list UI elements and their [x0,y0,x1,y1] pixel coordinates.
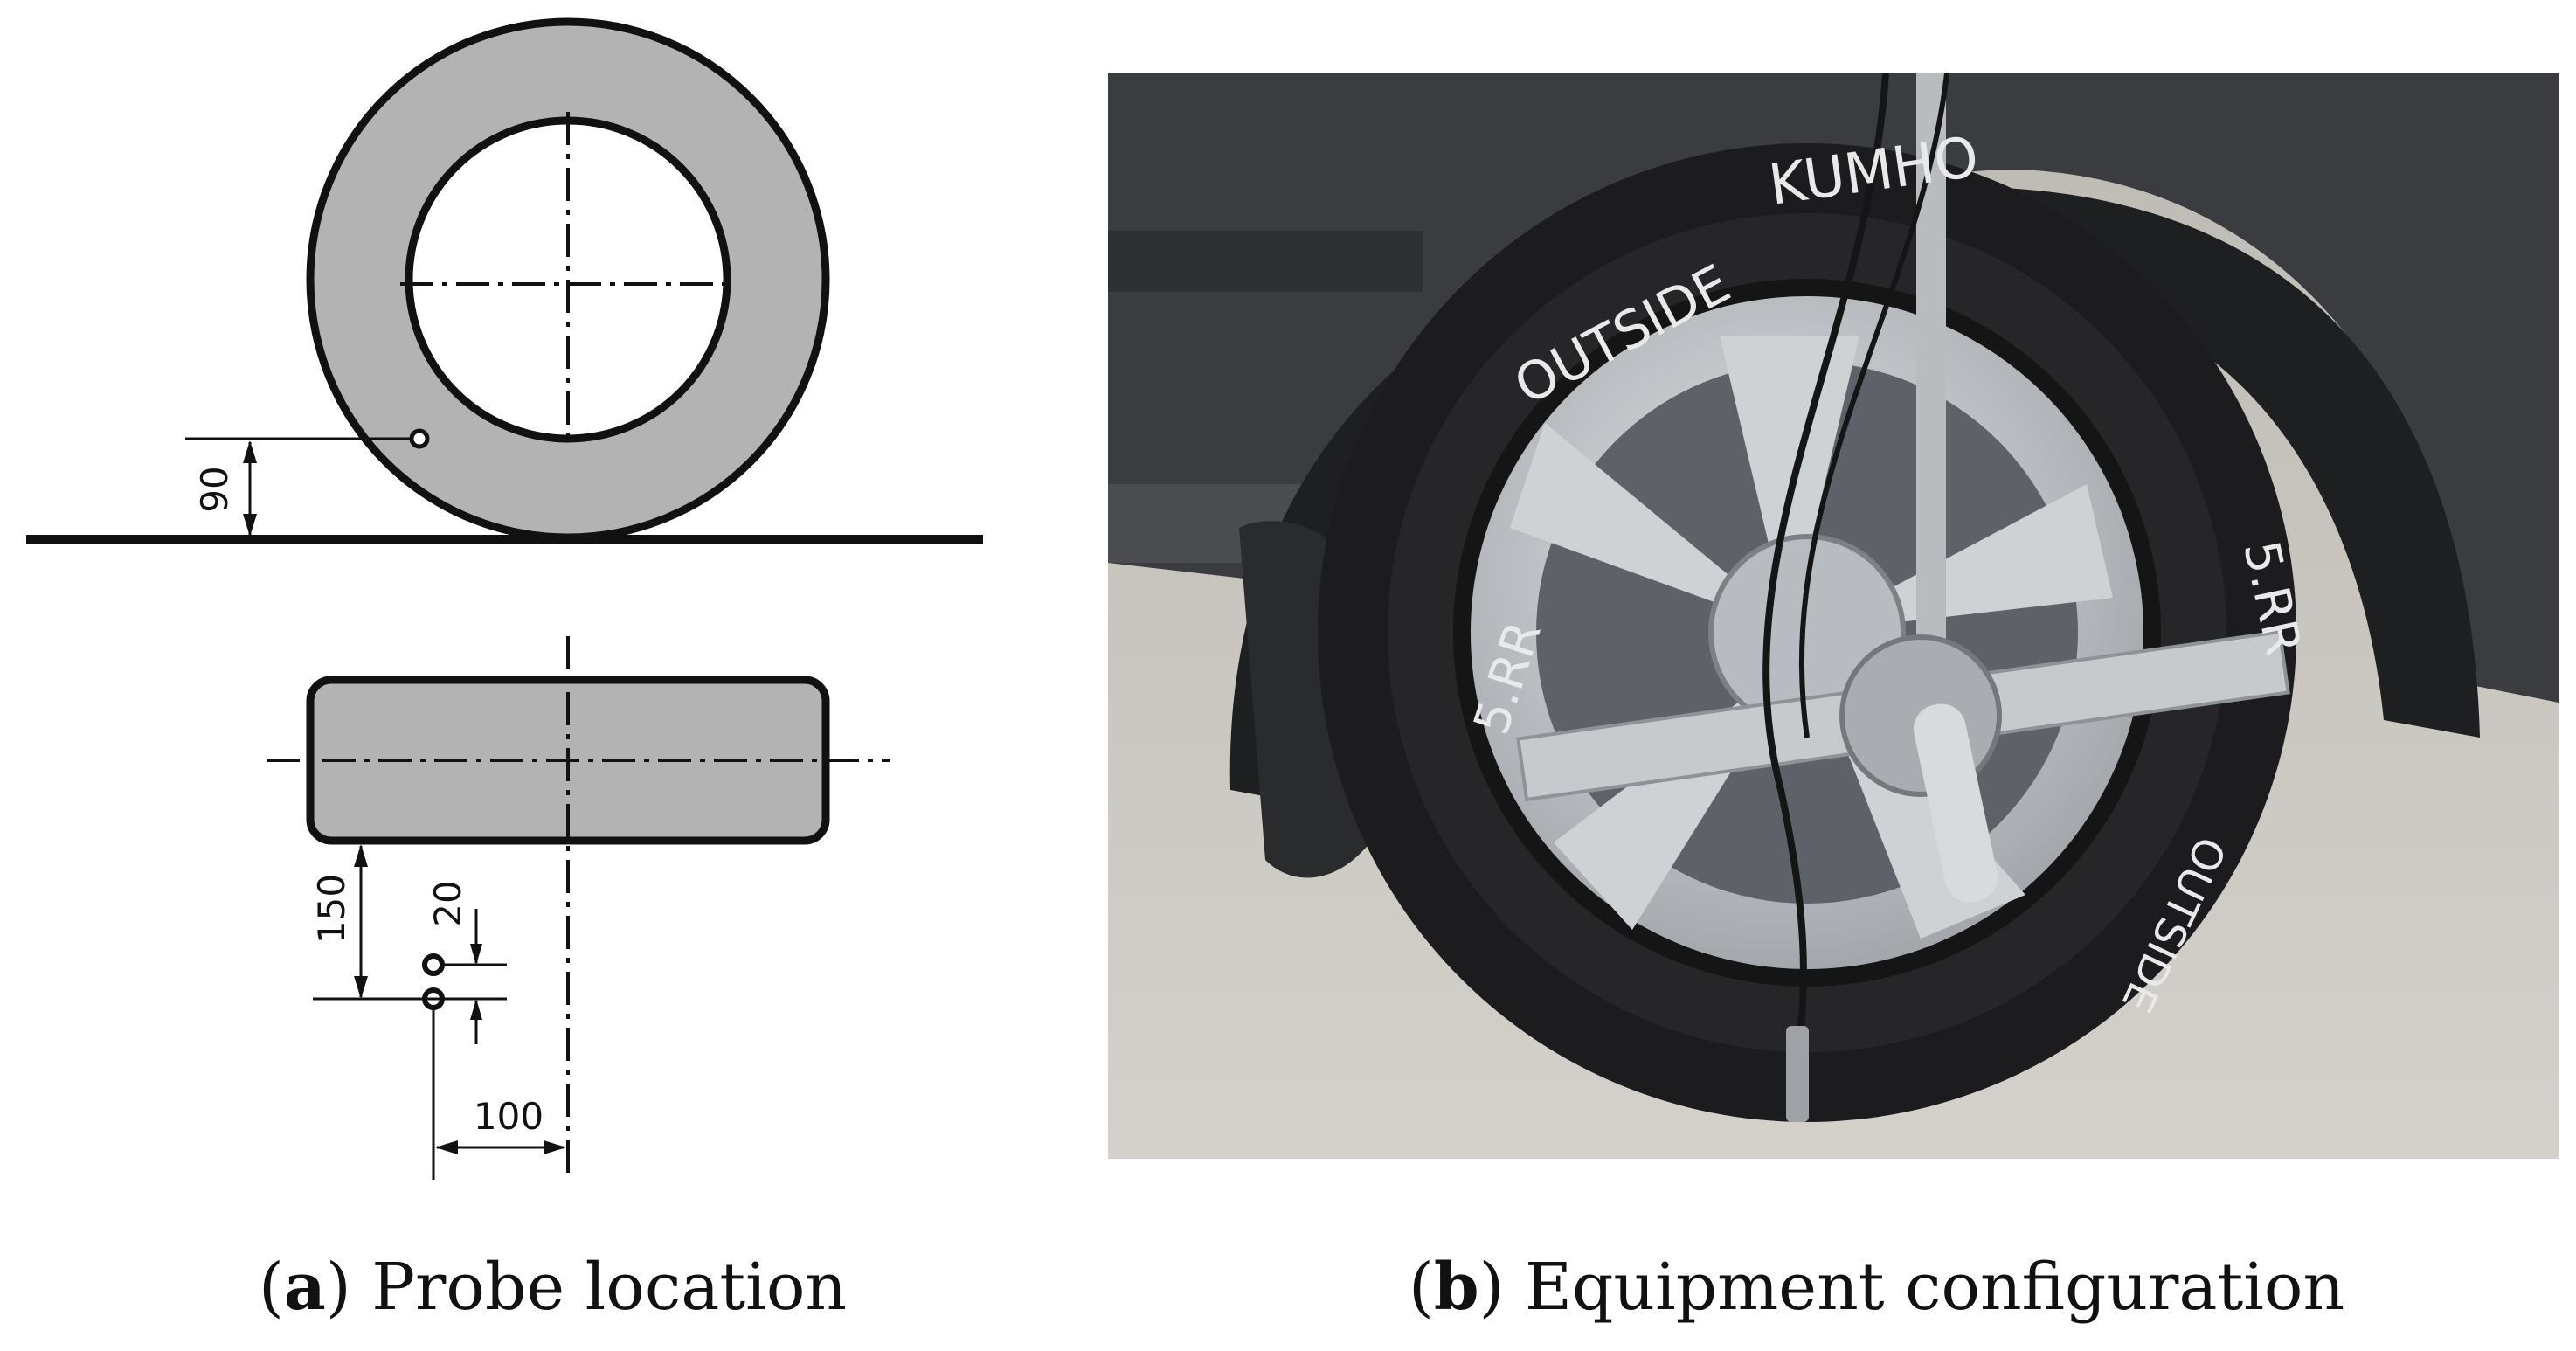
arrow-100-right [544,1140,566,1154]
probe-sensor [1786,1026,1809,1122]
arrow-20-lower [470,999,482,1020]
arrow-150-top [354,844,368,867]
arrow-150-bottom [354,976,368,999]
equipment-photo: KUMHO OUTSIDE 5.RR 5.RR OUTSIDE [1108,73,2559,1159]
arrow-90-bottom [243,514,257,537]
dim-label-150: 150 [310,874,353,944]
sensor-cable [1762,73,1889,1053]
probe-point-side [409,428,430,449]
arrow-90-top [243,440,257,463]
arrow-100-left [435,1140,458,1154]
photo-illustration: KUMHO OUTSIDE 5.RR 5.RR OUTSIDE [1108,73,2559,1159]
dim-label-90: 90 [193,466,236,512]
caption-panel-b: (b) Equipment configuration [1409,1250,2345,1325]
caption-a-letter: a [283,1250,326,1325]
fixture-vertical-bar [1916,73,1946,685]
caption-a-text: Probe location [371,1250,848,1325]
caption-panel-a: (a) Probe location [259,1250,848,1325]
body-stripe [1108,231,1423,292]
arrow-20-upper [470,944,482,965]
caption-b-text: Equipment configuration [1525,1250,2345,1325]
probe-point-top-1 [422,953,445,976]
dim-label-100: 100 [474,1095,544,1138]
sensor-cable-2 [1798,73,1949,738]
fixture-shaft [1913,703,1998,903]
probe-location-diagram: 90 150 20 100 [26,17,983,1180]
caption-b-letter: b [1433,1250,1479,1325]
dim-label-20: 20 [426,880,469,926]
